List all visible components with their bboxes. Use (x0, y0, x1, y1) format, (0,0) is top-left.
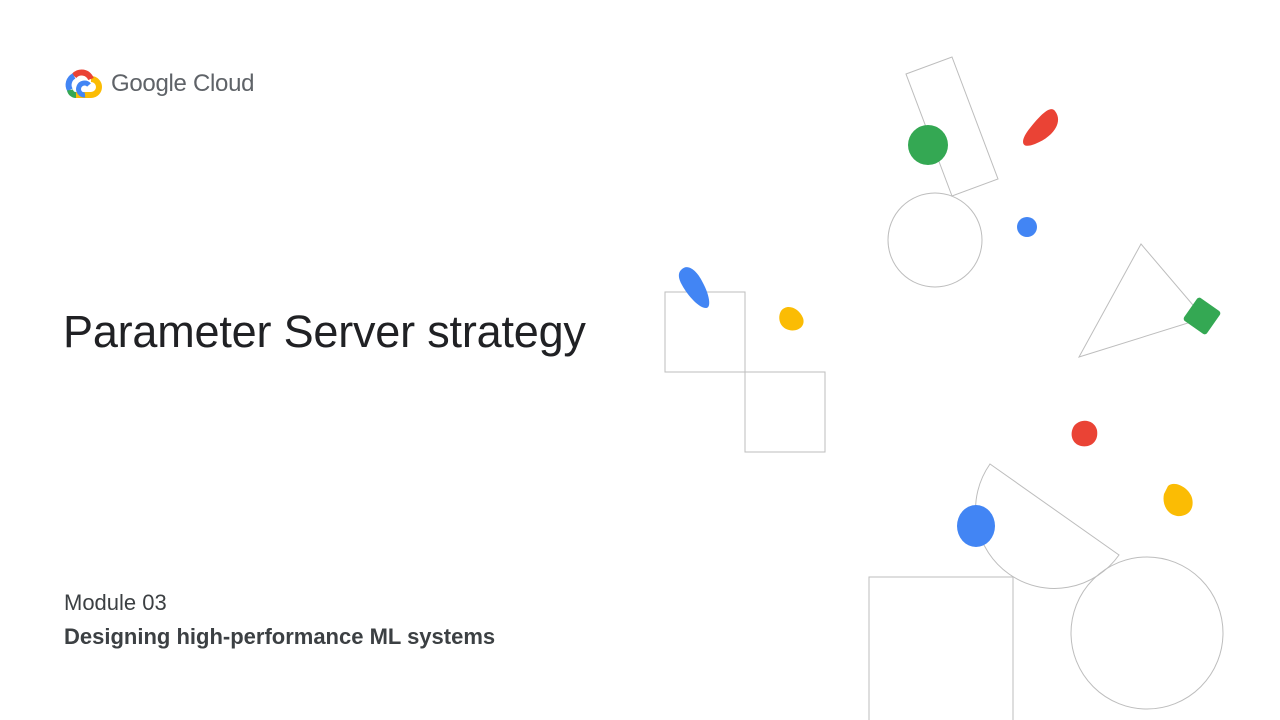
module-number: Module 03 (64, 590, 167, 615)
brand-name: Google Cloud (111, 70, 255, 97)
green-dot (908, 125, 948, 165)
blue-drop (678, 267, 710, 308)
blue-oval (957, 505, 995, 547)
red-drop (1023, 109, 1059, 146)
course-title: Designing high-performance ML systems (64, 624, 496, 649)
rotated-rectangle (905, 56, 999, 197)
slide-title: Parameter Server strategy (63, 306, 586, 357)
triangle (1077, 243, 1205, 358)
cloud-icon (65, 69, 102, 98)
square-outline (868, 576, 1014, 720)
large-circle-outline (1070, 556, 1224, 710)
semicircle (975, 463, 1120, 589)
yellow-drop (779, 307, 804, 331)
circle-outline (887, 192, 983, 288)
google-cloud-logo: Google Cloud (64, 66, 254, 102)
yellow-drop-small (1163, 483, 1193, 517)
green-square (1183, 297, 1221, 335)
square-outline-bottom (744, 371, 826, 453)
blue-dot (1017, 217, 1037, 237)
red-dot (1071, 420, 1098, 447)
